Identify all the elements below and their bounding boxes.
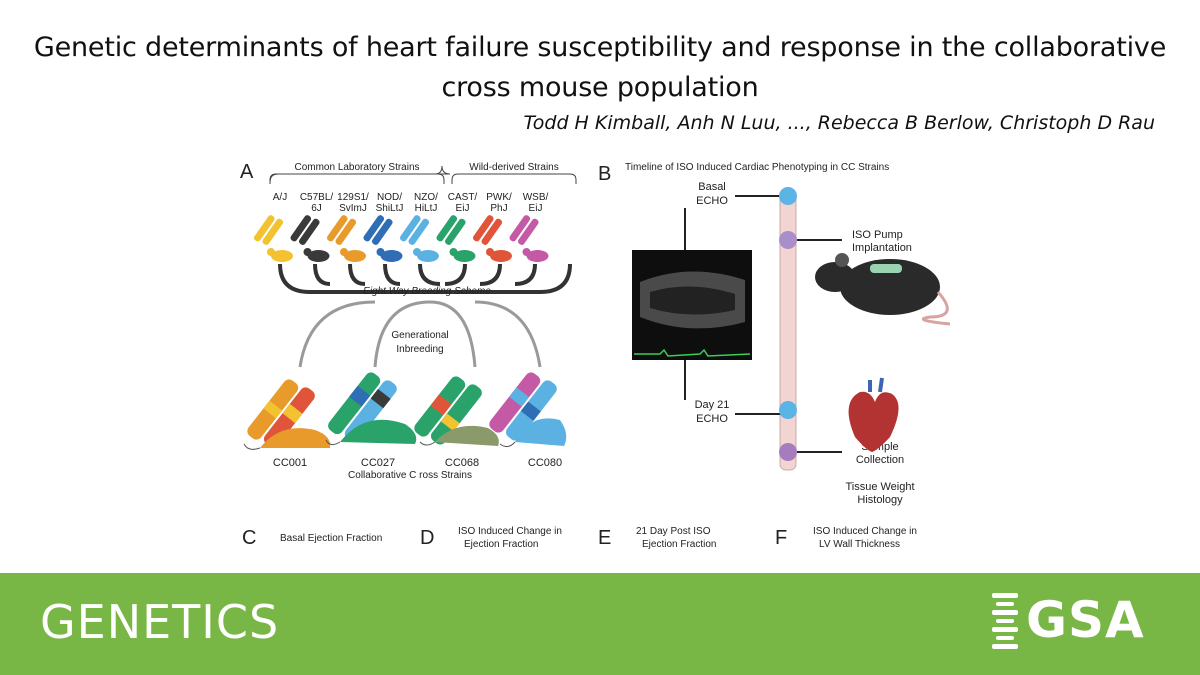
strain-chromosomes xyxy=(253,215,284,245)
panel-title-line2: Ejection Fraction xyxy=(464,539,538,550)
pump-label-1: ISO Pump xyxy=(852,229,903,241)
breeding-scheme-label: Eight Way Breeding Scheme xyxy=(363,286,491,297)
panel-letter: D xyxy=(420,527,434,549)
timeline-node-day21 xyxy=(779,401,797,419)
strain-mouse xyxy=(526,250,549,262)
strain-label: CAST/ xyxy=(448,192,478,203)
strain-mouse xyxy=(380,250,403,262)
mouse-pump-illustration xyxy=(815,253,951,326)
cc-strain-label: CC068 xyxy=(445,457,479,469)
panel-title-line1: ISO Induced Change in xyxy=(813,526,917,537)
strain-label: WSB/ xyxy=(523,192,549,203)
strain-chromosomes xyxy=(326,215,357,245)
panel-title-line1: ISO Induced Change in xyxy=(458,526,562,537)
bracket-wild xyxy=(451,173,577,184)
title-line-2: cross mouse population xyxy=(441,72,759,103)
strain-mouse xyxy=(307,250,330,262)
group-common-label: Common Laboratory Strains xyxy=(294,162,419,173)
strain-label: 129S1/ xyxy=(337,192,369,203)
gsa-logo: GSA xyxy=(990,589,1145,651)
tissue-label-1: Tissue Weight xyxy=(845,481,914,493)
strain-mouse xyxy=(271,250,293,262)
title-line-1: Genetic determinants of heart failure su… xyxy=(33,32,1167,63)
strain-label-line2: EiJ xyxy=(529,203,543,214)
strain-label: NZO/ xyxy=(414,192,438,203)
basal-label-1: Basal xyxy=(698,181,726,193)
panel-title-line1: Basal Ejection Fraction xyxy=(280,533,382,544)
strain-mouse xyxy=(417,250,439,262)
panel-b-letter: B xyxy=(598,163,611,185)
strain-chromosomes xyxy=(363,215,393,245)
strain-mouse xyxy=(453,250,476,262)
journal-name: GENETICS xyxy=(40,595,280,649)
strain-label-line2: PhJ xyxy=(490,203,507,214)
inbreeding-label-2: Inbreeding xyxy=(396,344,443,355)
panel-a-letter: A xyxy=(240,161,254,183)
tissue-label-2: Histology xyxy=(857,494,903,506)
strain-chromosomes xyxy=(509,215,539,245)
timeline-node-pump xyxy=(779,231,797,249)
strain-chromosomes xyxy=(399,215,430,245)
strain-mouse xyxy=(490,250,512,262)
cc-strain-labels: CC001 CC027 CC068 CC080 xyxy=(273,457,562,469)
breeding-lines xyxy=(278,263,572,294)
strain-label: NOD/ xyxy=(377,192,402,203)
dna-helix-icon xyxy=(992,593,1018,649)
paper-title: Genetic determinants of heart failure su… xyxy=(0,28,1200,108)
strain-label-line2: 6J xyxy=(311,203,322,214)
timeline-node-basal xyxy=(779,187,797,205)
pump-label-2: Implantation xyxy=(852,242,912,254)
journal-footer: GENETICS GSA xyxy=(0,573,1200,675)
strain-label-line2: ShiLtJ xyxy=(376,203,404,214)
figure-graphical-abstract: A Common Laboratory Strains Wild-derived… xyxy=(240,161,951,550)
panel-letter: E xyxy=(598,527,611,549)
strain-label-line2: SvImJ xyxy=(339,203,367,214)
sample-label-2: Collection xyxy=(856,454,904,466)
gsa-wordmark: GSA xyxy=(1026,591,1145,649)
author-list: Todd H Kimball, Anh N Luu, ..., Rebecca … xyxy=(523,112,1155,134)
heart-illustration xyxy=(848,377,899,452)
panel-b-title: Timeline of ISO Induced Cardiac Phenotyp… xyxy=(625,162,889,173)
cc-strain-label: CC080 xyxy=(528,457,562,469)
day21-label-1: Day 21 xyxy=(695,399,730,411)
strain-label-line2: HiLtJ xyxy=(415,203,438,214)
strain-label: C57BL/ xyxy=(300,192,334,203)
cc-strain-label: CC001 xyxy=(273,457,307,469)
timeline-node-sample xyxy=(779,443,797,461)
panel-title-line2: Ejection Fraction xyxy=(642,539,716,550)
strain-chromosomes xyxy=(436,215,466,245)
strain-mouse xyxy=(344,250,366,262)
panel-letter: F xyxy=(775,527,787,549)
strain-chromosomes xyxy=(472,215,503,245)
founder-strains: A/J C57BL/6J 129S1/SvImJ NOD/ShiLtJ NZO/HiLt… xyxy=(253,192,549,262)
strain-label-line2: EiJ xyxy=(456,203,470,214)
day21-label-2: ECHO xyxy=(696,413,728,425)
strain-label: A/J xyxy=(273,192,287,203)
group-wild-label: Wild-derived Strains xyxy=(469,162,558,173)
inbreeding-arcs xyxy=(298,300,542,368)
cc-caption: Collaborative C ross Strains xyxy=(348,470,472,481)
panel-title-line2: LV Wall Thickness xyxy=(819,539,900,550)
strain-label: PWK/ xyxy=(486,192,512,203)
panel-title-line1: 21 Day Post ISO xyxy=(636,526,711,537)
cc-strain-label: CC027 xyxy=(361,457,395,469)
strain-chromosomes xyxy=(290,215,320,245)
inbreeding-label-1: Generational xyxy=(391,330,448,341)
bottom-panel-labels: C Basal Ejection Fraction D ISO Induced Cha… xyxy=(242,526,917,550)
cc-mice xyxy=(243,418,567,450)
panel-letter: C xyxy=(242,527,256,549)
basal-label-2: ECHO xyxy=(696,195,728,207)
